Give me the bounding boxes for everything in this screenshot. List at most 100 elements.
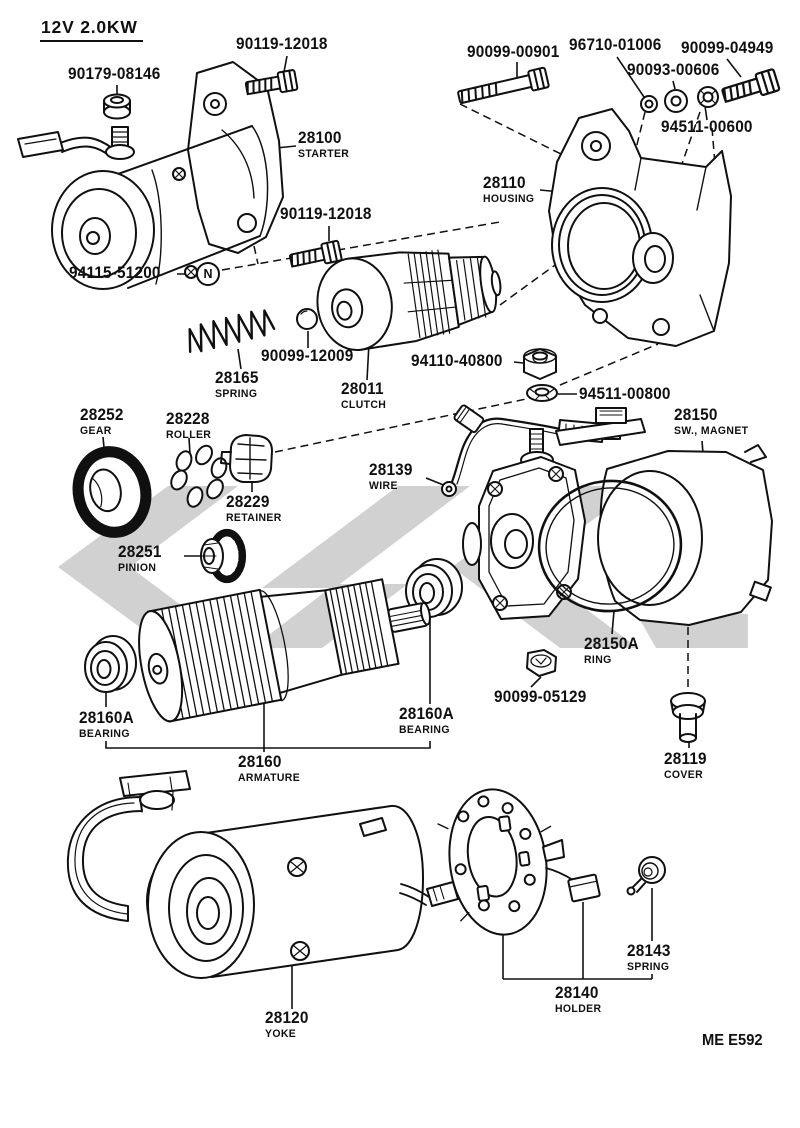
- part-label-96710-01006: 96710-01006: [569, 36, 668, 54]
- part-caption: RING: [584, 654, 612, 667]
- part-number: 28165: [215, 369, 259, 387]
- part-caption: BEARING: [79, 728, 130, 741]
- part-number: 28160: [238, 753, 282, 771]
- part-number: 90179-08146: [68, 65, 161, 83]
- washer-90093-drawing: [664, 89, 688, 113]
- part-label-90099-00901: 90099-00901: [467, 43, 566, 61]
- armature-drawing: [138, 578, 431, 723]
- part-label-94511-00600: 94511-00600: [661, 118, 760, 136]
- bolt-90099-04949-drawing: [719, 67, 781, 108]
- part-label-94115-51200: 94115-51200: [69, 264, 168, 282]
- part-number: 94511-00800: [579, 385, 671, 403]
- part-caption: RETAINER: [226, 512, 282, 525]
- part-number: 28228: [166, 410, 210, 428]
- part-caption: HOLDER: [555, 1003, 602, 1016]
- drive-housing-drawing: [548, 108, 732, 347]
- bearing-left-drawing: [84, 635, 137, 693]
- part-caption: ARMATURE: [238, 772, 301, 785]
- part-label-94110-40800: 94110-40800: [411, 352, 510, 370]
- ball-90099-12009-drawing: [296, 308, 318, 330]
- magnet-switch-drawing: [462, 407, 773, 626]
- part-number: 28110: [483, 174, 526, 192]
- part-number: 90099-05129: [494, 688, 587, 706]
- bolt-90099-00901-drawing: [455, 66, 551, 109]
- part-number: 90099-04949: [681, 39, 774, 57]
- part-number: 28160A: [79, 709, 134, 727]
- nut-94110-drawing: [523, 348, 557, 380]
- part-caption: BEARING: [399, 724, 450, 737]
- part-label-90093-00606: 90093-00606: [627, 61, 726, 79]
- part-number: 94110-40800: [411, 352, 503, 370]
- washer-94511-00800-drawing: [526, 384, 558, 402]
- part-number: 90093-00606: [627, 61, 720, 79]
- part-number: 94511-00600: [661, 118, 753, 136]
- starter-assembly-drawing: [17, 61, 284, 290]
- part-caption: SW., MAGNET: [674, 425, 749, 438]
- note-symbol-n: N: [196, 262, 220, 286]
- part-caption: GEAR: [80, 425, 112, 438]
- part-label-94511-00800: 94511-00800: [579, 385, 678, 403]
- holder-drawing: [437, 788, 601, 936]
- part-label-90179-08146: 90179-08146: [68, 65, 167, 83]
- bolt-90119-top-drawing: [243, 68, 299, 100]
- part-number: 28011: [341, 380, 384, 398]
- part-number: 28160A: [399, 705, 454, 723]
- part-caption: PINION: [118, 562, 157, 575]
- part-label-90119-12018-a: 90119-12018: [236, 35, 335, 53]
- part-number: 28100: [298, 129, 342, 147]
- part-caption: HOUSING: [483, 193, 535, 206]
- part-label-90099-05129: 90099-05129: [494, 688, 593, 706]
- part-caption: WIRE: [369, 480, 398, 493]
- part-number: 28251: [118, 543, 162, 561]
- retainer-28229-drawing: [220, 434, 273, 483]
- clutch-drawing: [316, 249, 502, 352]
- part-caption: YOKE: [265, 1028, 297, 1041]
- part-caption: ROLLER: [166, 429, 212, 442]
- part-number: 90099-12009: [261, 347, 354, 365]
- part-label-90099-04949: 90099-04949: [681, 39, 780, 57]
- part-label-90099-12009: 90099-12009: [261, 347, 360, 365]
- part-number: 28119: [664, 750, 707, 768]
- ring-28150a-drawing: [537, 479, 683, 613]
- spring-28143-drawing: [626, 856, 666, 896]
- part-number: 90119-12018: [236, 35, 328, 53]
- nut-05129-drawing: [526, 649, 557, 677]
- gear-28252-drawing: [72, 446, 152, 538]
- part-number: 96710-01006: [569, 36, 662, 54]
- part-number: 90119-12018: [280, 205, 372, 223]
- part-number: 28120: [265, 1009, 309, 1027]
- cover-28119-drawing: [670, 692, 706, 743]
- oring-96710-drawing: [640, 95, 658, 113]
- parts-art-layer: [17, 61, 781, 979]
- part-caption: CLUTCH: [341, 399, 387, 412]
- spec-title: 12V 2.0KW: [40, 17, 143, 43]
- part-caption: STARTER: [298, 148, 350, 161]
- part-number: 28150A: [584, 635, 639, 653]
- part-number: 28229: [226, 493, 270, 511]
- part-number: 28150: [674, 406, 718, 424]
- spring-28165-drawing: [188, 309, 276, 354]
- part-number: 28140: [555, 984, 599, 1002]
- yoke-drawing: [66, 770, 459, 979]
- part-caption: SPRING: [215, 388, 258, 401]
- part-number: 90099-00901: [467, 43, 560, 61]
- part-number: 28252: [80, 406, 124, 424]
